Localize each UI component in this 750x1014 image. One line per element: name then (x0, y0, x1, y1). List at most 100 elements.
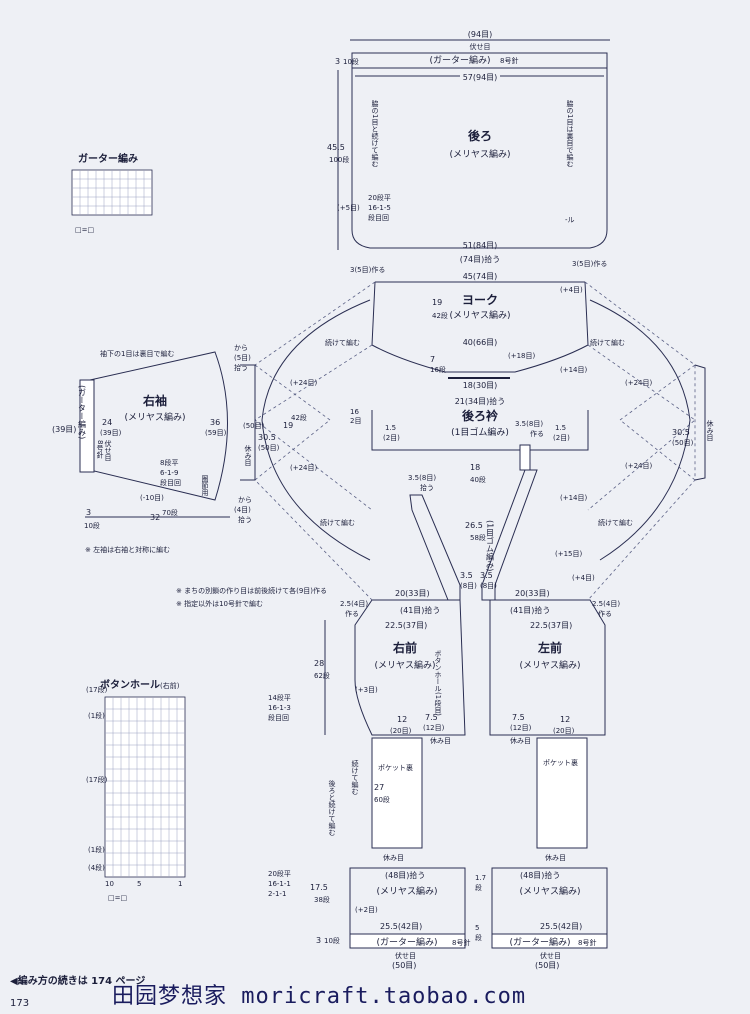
right-sleeve: (ガーター編み) 8号針 (39目) 伏せ目 右袖 (メリヤス編み) 24 (3… (52, 344, 307, 554)
rf-h: 28 (314, 659, 324, 668)
body-right-side-2: (50目) (672, 439, 694, 447)
rf-pocket-w-st: (20目) (390, 727, 412, 735)
right-hem-piece: (48目)拾う (メリヤス編み) (+2目) 25.5(42目) (ガーター編み… (268, 867, 486, 970)
yoke-piece: 45(74目) (+4目) ヨーク (メリヤス編み) 19 42段 40(66目… (325, 272, 625, 406)
back-dec-row-3: 段目回 (368, 213, 389, 222)
bh-row-3: (17段) (86, 775, 108, 784)
note-1: ※ まちの別鎖の作り目は前後続けて各(9目)作る (176, 586, 327, 595)
bh-col-3: 1 (178, 880, 182, 888)
lf-pocket-lining: ポケット裏 (543, 758, 578, 767)
sleeve-cuff: (ガーター編み) (78, 385, 87, 439)
sleeve-from-pick: 拾う (234, 363, 248, 372)
watermark-text: 田园梦想家 moricraft.taobao.com (112, 984, 527, 1009)
rf-side-2: 作る (345, 609, 359, 618)
sleeve-len-rows: 70段 (162, 508, 178, 517)
collar-gap-left-2: (2目) (383, 434, 400, 442)
rh-dec-row-2: 16-1-1 (268, 880, 291, 888)
back-dec: (+5目) (337, 204, 360, 212)
sleeve-dec-row-3: 段目回 (160, 478, 181, 487)
back-band: (ガーター編み) (429, 54, 490, 66)
rf-plus: (+3目) (355, 686, 378, 694)
body-plus15: (+15目) (555, 550, 583, 558)
lf-pocket-rest: 休み目 (545, 853, 566, 862)
sleeve-h-st: (59目) (205, 429, 227, 437)
general-notes: ※ まちの別鎖の作り目は前後続けて各(9目)作る ※ 指定以外は10号針で編む (176, 586, 327, 608)
sleeve-dec-row-2: 6-1-9 (160, 469, 178, 477)
yoke-w2: 40(66目) (463, 338, 498, 347)
buttonhole-title: ボタンホール (100, 678, 160, 691)
rh-stitch: (メリヤス編み) (376, 885, 437, 897)
body-plus14b: (+14目) (560, 494, 588, 502)
rf-pocket-w: 12 (397, 715, 407, 724)
collar-left-pick: 16 (350, 408, 359, 416)
collar-gap-right: 1.5 (555, 424, 566, 432)
body-right-plus-2: (+24目) (625, 462, 653, 470)
rf-pick: (41目)拾う (400, 605, 440, 615)
body-plus4: (+4目) (572, 574, 595, 582)
sleeve-from: から (234, 344, 248, 352)
rh-h2: 3 (316, 936, 321, 945)
rf-pocket-r: 7.5 (425, 713, 438, 722)
sleeve-cuff-w-rows: 42段 (291, 413, 307, 422)
back-right-pick: 3(5目)作る (572, 259, 607, 268)
front-band-r-st: (8目) (480, 582, 497, 590)
rf-pocket-h: 27 (374, 783, 384, 792)
yoke-w4: 21(34目)拾う (455, 396, 506, 406)
collar-gap-left: 1.5 (385, 424, 396, 432)
body-guide-lines: (+24目) (+24目) (+24目) (+24目) (+14目) (+14目… (254, 281, 714, 601)
front-band-l: 3.5 (460, 571, 473, 580)
lf-pocket-w-st: (20目) (553, 727, 575, 735)
rf-stitch: (メリヤス編み) (374, 659, 435, 671)
lh-w: 25.5(42目) (540, 922, 582, 931)
sleeve-w: 24 (102, 418, 112, 427)
body-cont-left: 続けて編む (320, 518, 355, 527)
body-left-plus-2: (+24目) (290, 464, 318, 472)
yoke-cont-right: 続けて編む (590, 338, 625, 347)
collar-right-mark-2: 作る (530, 429, 544, 438)
back-left-pick: 3(5目)作る (350, 265, 385, 274)
rf-w: 22.5(37目) (385, 621, 427, 630)
rf-band-text: ボタンホール(1段目) (434, 650, 442, 716)
back-piece: (94目) 伏せ目 (ガーター編み) 8号針 57(94目) 後ろ (メリヤス編… (327, 30, 610, 274)
yoke-cont-left: 続けて編む (325, 338, 360, 347)
sleeve-cuff-w: 19 (283, 421, 293, 430)
collar-h-rows: 40段 (470, 475, 486, 484)
back-cast-off: 伏せ目 (470, 42, 491, 51)
lf-pocket-l-st: (12目) (510, 724, 532, 732)
rh-band-h-rows: 段 (475, 933, 482, 942)
yoke-stitch: (メリヤス編み) (449, 309, 510, 321)
right-front-piece: 20(33目) (41目)拾う 22.5(37目) 右前 (メリヤス編み) 2.… (268, 589, 466, 862)
back-dec-row-1: 20段平 (368, 193, 391, 202)
bh-col-2: 5 (137, 880, 141, 888)
rh-h-rows: 38段 (314, 895, 330, 904)
collar-left-mark-2: 拾う (420, 483, 434, 492)
sleeve-bottom-from: から (238, 496, 252, 504)
collar-right-mark: 3.5(8目) (515, 420, 543, 428)
bh-legend: □=□ (108, 894, 127, 902)
rf-h-rows: 62段 (314, 671, 330, 680)
back-stitch: (メリヤス編み) (449, 148, 510, 160)
garter-chart-title: ガーター編み (78, 152, 138, 165)
lh-pick: (48目)拾う (520, 870, 560, 880)
rh-h2-rows: 10段 (324, 936, 340, 945)
sleeve-rest-st: (50目) (243, 422, 265, 430)
rf-title: 右前 (392, 640, 417, 655)
sleeve-cuff-needle: 8号針 (96, 440, 104, 460)
sleeve-note: ※ 左袖は右袖と対称に編む (85, 545, 170, 554)
back-collar: 後ろ衿 (1目ゴム編み) 16 2目 18 40段 1.5 (2目) 1.5 (… (350, 408, 589, 492)
sleeve-cuff-h-rows: 10段 (84, 521, 100, 530)
buttonhole-side: (右前) (160, 681, 180, 690)
left-hem-piece: (48目)拾う (メリヤス編み) 25.5(42目) (ガーター編み) 8号針 … (491, 867, 608, 970)
rf-pocket-rest: 休み目 (383, 853, 404, 862)
back-side-note-left: 脇の1目と続けて編む (371, 100, 379, 168)
yoke-width: 45(74目) (463, 272, 498, 281)
lf-side: 2.5(4目) (592, 600, 620, 608)
lf-pocket-w: 12 (560, 715, 570, 724)
sleeve-cuff-h: 3 (86, 508, 91, 517)
yoke-h: 19 (432, 298, 442, 307)
lf-side-2: 作る (598, 609, 612, 618)
collar-gap-right-2: (2目) (553, 434, 570, 442)
lf-top: 20(33目) (515, 589, 550, 598)
collar-left-mark: 3.5(8目) (408, 474, 436, 482)
sleeve-rest: 休み目 (244, 444, 252, 467)
